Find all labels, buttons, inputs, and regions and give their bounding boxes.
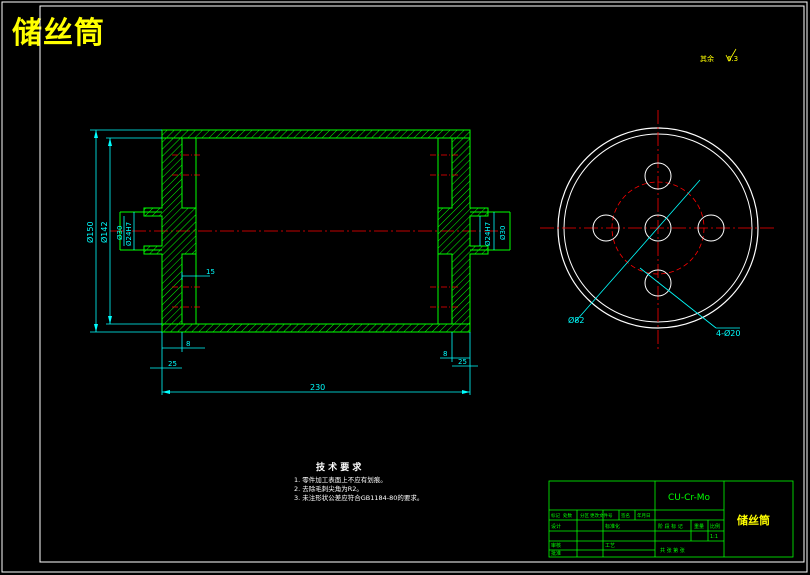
right-end-plate	[437, 137, 489, 325]
dim-left-25: 25	[168, 360, 177, 368]
title-block-text: CU-Cr-Mo 储丝筒 标记 处数 分区 更改文件号 签名 年月日 设计 标准…	[551, 493, 770, 557]
right-shaft	[470, 211, 511, 251]
tb-sheet: 共 张 第 张	[660, 547, 685, 554]
tech-heading: 技 术 要 求	[316, 461, 362, 473]
tech-item-1: 1. 零件加工表面上不应有划痕。	[294, 475, 387, 484]
dimension-arrows	[94, 130, 470, 394]
tb-scale: 比例	[710, 523, 720, 530]
left-end-plate	[143, 137, 197, 325]
tb-material: CU-Cr-Mo	[668, 493, 711, 503]
dim-right-25: 25	[458, 358, 467, 366]
tech-item-2: 2. 去除毛刺尖角为R2。	[294, 484, 363, 493]
dim-holes: 4-Ø20	[716, 328, 740, 338]
section-view: Ø150 Ø142 Ø24H7 Ø30 Ø24H7 Ø30 15 8 25 8 …	[85, 129, 511, 395]
dim-right-shaft: Ø30	[499, 226, 507, 240]
tb-scale-value: 1:1	[710, 534, 718, 540]
dim-left-shaft: Ø30	[116, 226, 124, 240]
tb-process: 工艺	[605, 543, 615, 549]
bottom-wall	[161, 323, 471, 333]
tb-reviewer: 审核	[551, 542, 561, 549]
tb-row-label-4: 更改文件号	[590, 512, 613, 519]
end-view: Ø82 4-Ø20	[540, 110, 775, 350]
tech-requirements: 技 术 要 求 1. 零件加工表面上不应有划痕。 2. 去除毛刺尖角为R2。 3…	[294, 461, 423, 502]
hole-centerlines	[172, 154, 460, 308]
holes-leader	[639, 267, 717, 329]
roughness-note: 其余 6.3	[700, 48, 738, 63]
top-wall	[161, 129, 471, 139]
roughness-symbol	[725, 48, 737, 62]
dim-pcd: Ø82	[568, 315, 584, 325]
dim-right-8: 8	[443, 350, 447, 358]
tb-stage: 阶 段 标 记	[658, 523, 683, 530]
dimension-texts: Ø150 Ø142 Ø24H7 Ø30 Ø24H7 Ø30 15 8 25 8 …	[85, 221, 507, 392]
dim-length: 230	[310, 383, 325, 392]
bolt-holes	[592, 162, 725, 297]
roughness-value: 6.3	[727, 55, 738, 63]
tb-row-label-5: 签名	[621, 512, 630, 519]
dim-left-8: 8	[186, 340, 190, 348]
tb-weight: 重量	[694, 523, 704, 530]
roughness-label: 其余	[700, 54, 714, 63]
drawing-title: 储丝筒	[12, 16, 105, 51]
dimension-lines	[90, 129, 495, 395]
tb-row-label-1: 标记	[551, 512, 560, 519]
tb-row-label-2: 处数	[563, 512, 572, 519]
tb-standardize: 标准化	[605, 523, 620, 530]
dim-outer-dia: Ø150	[85, 221, 95, 243]
dim-left-bore: Ø24H7	[125, 222, 133, 246]
tech-item-3: 3. 未注形状公差应符合GB1184-80的要求。	[294, 493, 423, 502]
title-block	[548, 480, 794, 558]
tb-row-label-3: 分区	[580, 512, 589, 519]
left-shaft	[119, 211, 162, 251]
tb-approve: 批准	[551, 550, 561, 557]
dim-right-bore: Ø24H7	[484, 222, 492, 246]
tb-designer: 设计	[551, 523, 561, 530]
pcd-leader	[574, 179, 701, 323]
dim-wall: 15	[206, 268, 215, 276]
tb-row-label-6: 年月日	[637, 512, 651, 519]
tb-part-name: 储丝筒	[737, 513, 770, 527]
dim-inner-dia: Ø142	[99, 221, 109, 243]
